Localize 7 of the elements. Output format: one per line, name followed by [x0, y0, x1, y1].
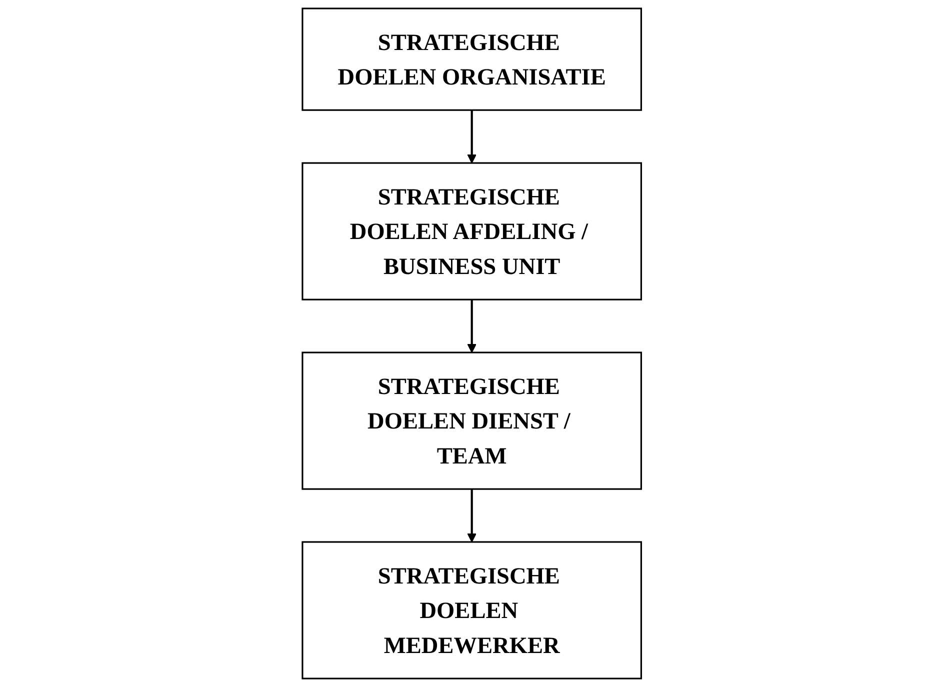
node-box: STRATEGISCHE DOELEN AFDELING / BUSINESS UNIT	[302, 162, 642, 300]
arrow	[467, 110, 477, 164]
arrow	[467, 300, 477, 353]
arrow	[467, 489, 477, 542]
node-box: STRATEGISCHE DOELEN DIENST / TEAM	[302, 352, 642, 490]
node-box: STRATEGISCHE DOELEN ORGANISATIE	[302, 8, 642, 111]
node-box: STRATEGISCHE DOELEN MEDEWERKER	[302, 541, 642, 680]
